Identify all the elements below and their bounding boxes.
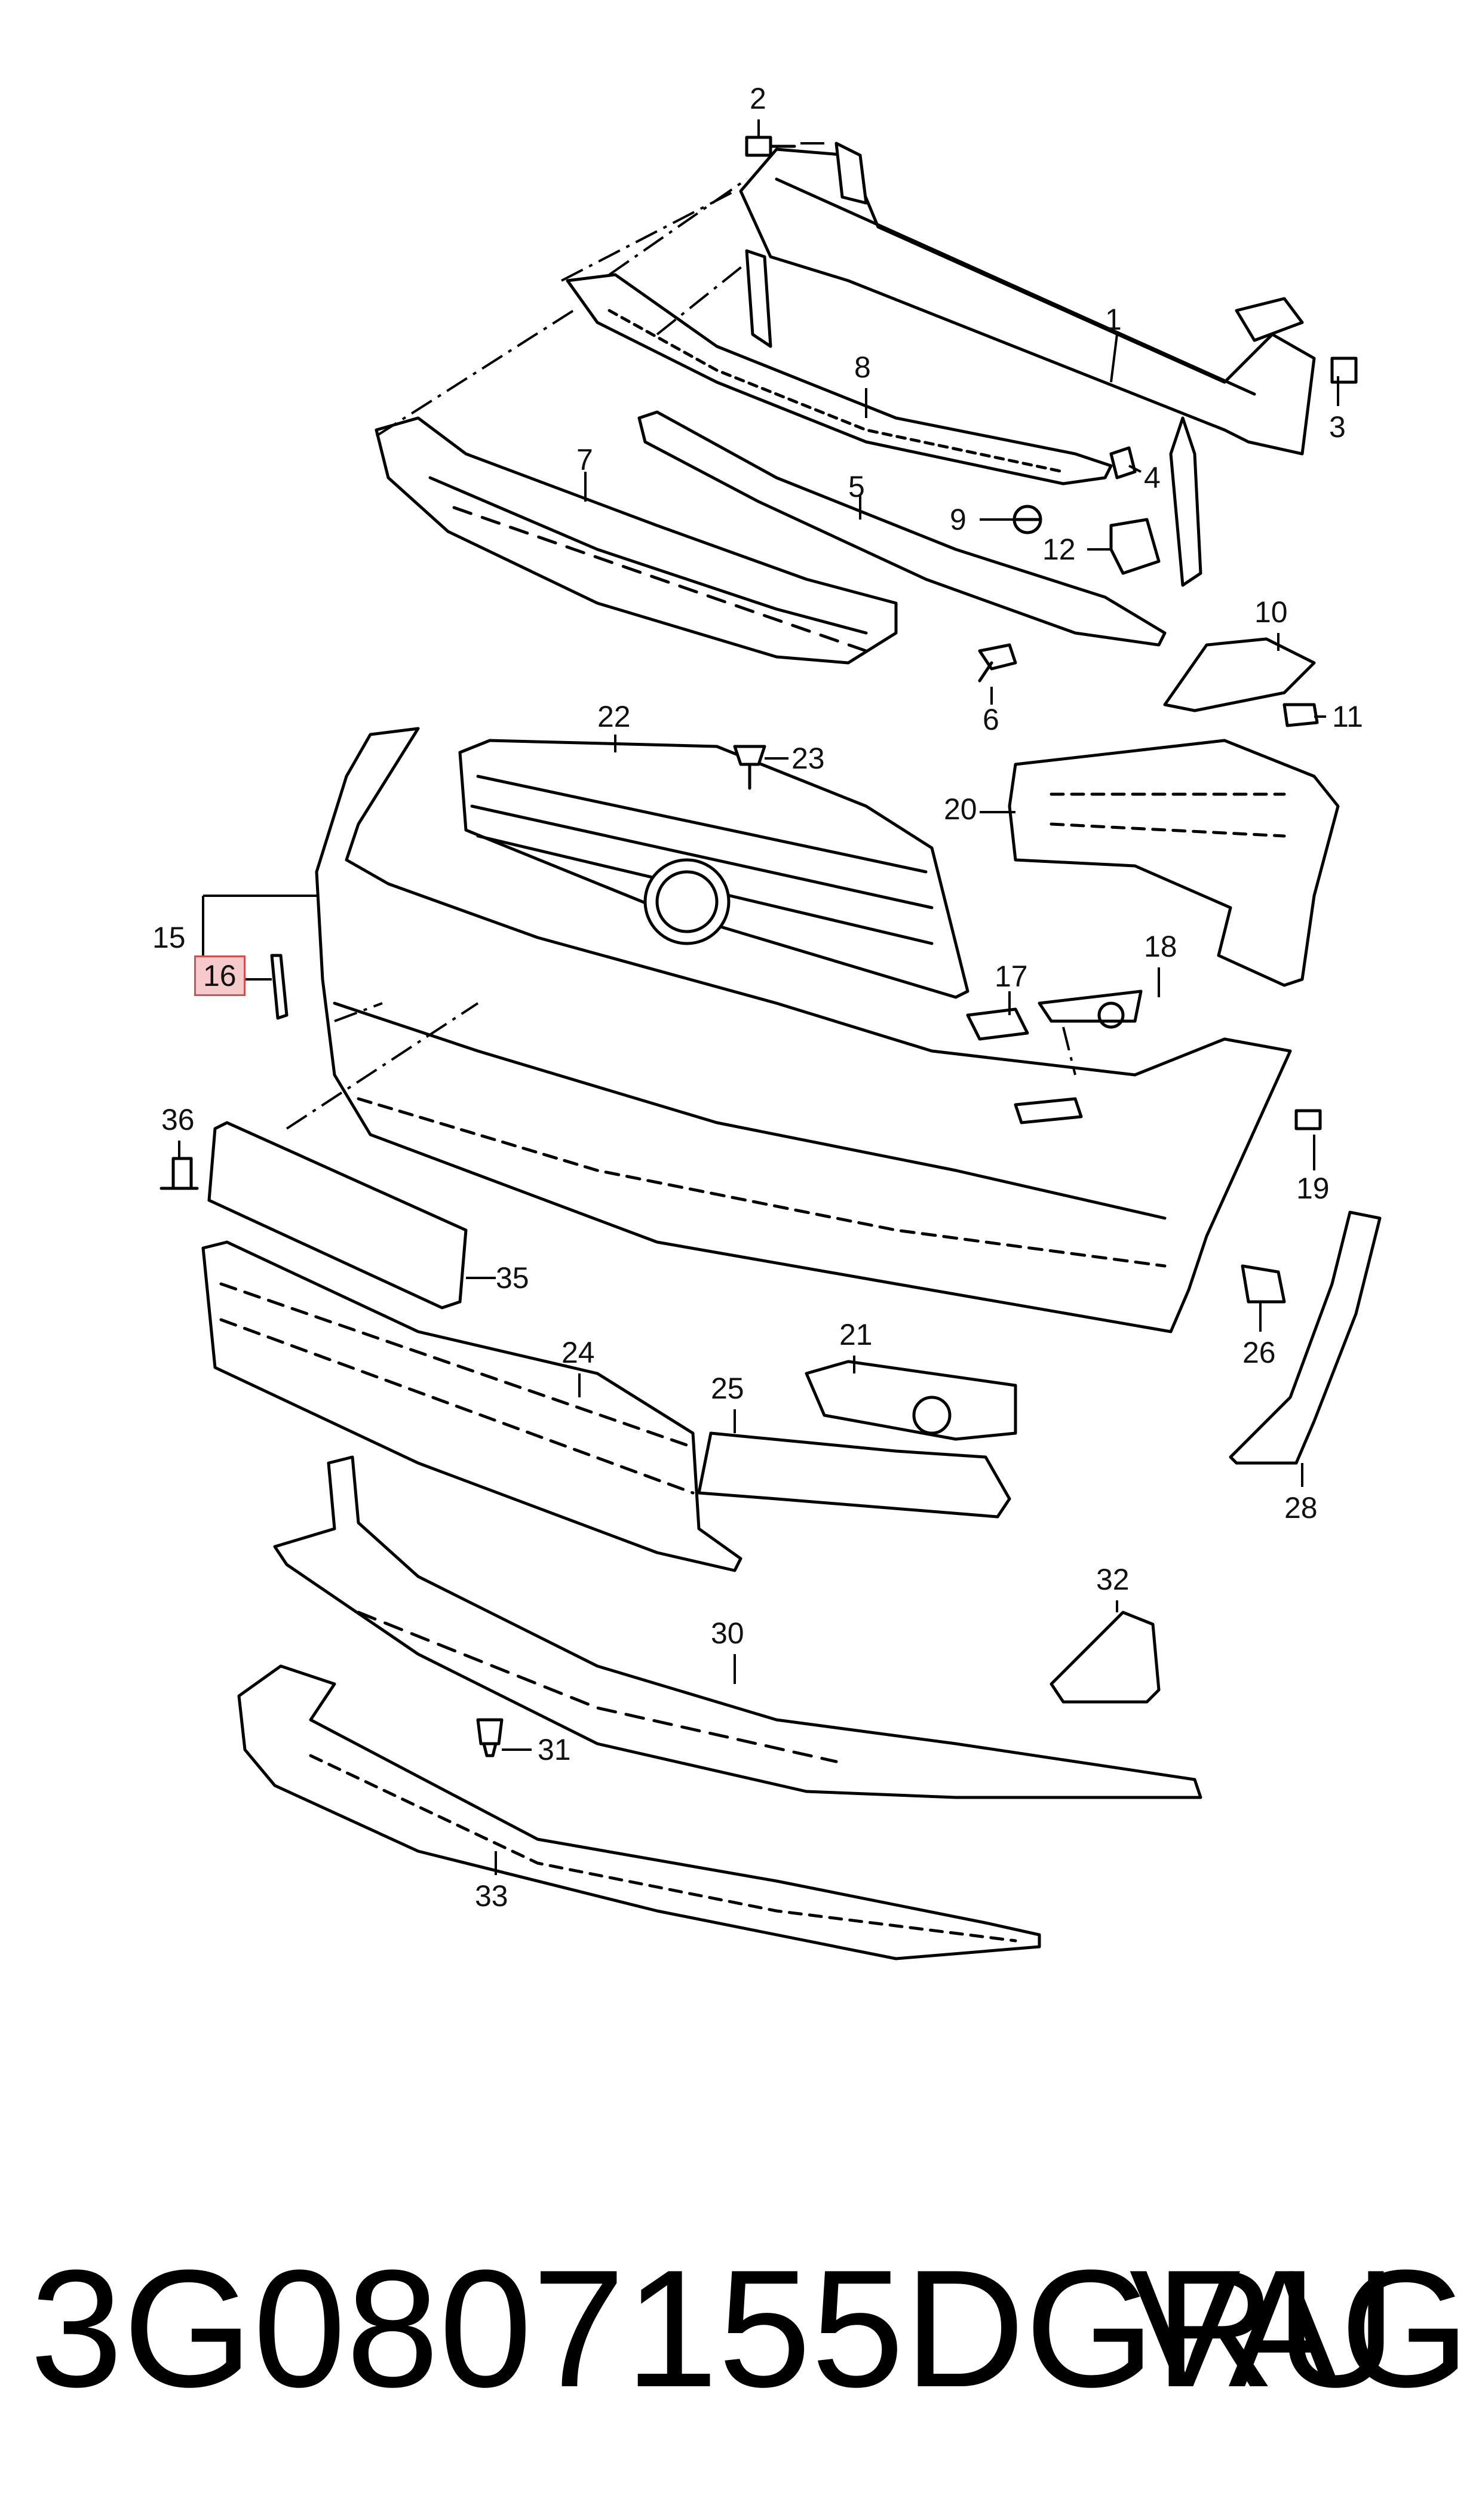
trim-strip-25 <box>697 1431 1011 1519</box>
cover-26 <box>1241 1264 1286 1304</box>
callout-19: 19 <box>1296 1172 1330 1205</box>
lower-reinforcement <box>637 410 1167 647</box>
callout-4: 4 <box>1144 461 1161 494</box>
upper-trim-grille <box>566 273 1113 485</box>
callout-1: 1 <box>1105 303 1122 336</box>
footer: 3G0807155DGRU VAG <box>0 2245 1482 2442</box>
callout-33: 33 <box>475 1879 508 1913</box>
clip-36 <box>159 1157 199 1190</box>
callout-35: 35 <box>496 1261 529 1295</box>
leader-lines <box>178 119 1339 1875</box>
side-bracket-20 <box>1008 739 1340 987</box>
brand-name: VAG <box>1129 2236 1470 2422</box>
under-tray-30 <box>273 1455 1202 1799</box>
callout-32: 32 <box>1096 1563 1130 1596</box>
bolt-3 <box>1330 357 1358 384</box>
spoiler-33 <box>237 1664 1041 1960</box>
cover-18 <box>1038 989 1143 1029</box>
tow-eye-cover-16 <box>270 954 289 1020</box>
radiator-grille <box>458 739 969 999</box>
callout-6: 6 <box>983 703 999 736</box>
cover-17 <box>966 1007 1029 1041</box>
callout-8: 8 <box>854 351 871 384</box>
callout-30: 30 <box>711 1617 744 1650</box>
callout-28: 28 <box>1284 1491 1318 1525</box>
callout-2: 2 <box>750 82 766 115</box>
licence-plate-bracket <box>207 1121 468 1310</box>
impact-absorber <box>375 416 898 665</box>
screw-31 <box>476 1718 504 1757</box>
bracket-12 <box>1109 518 1161 575</box>
bracket-32 <box>1050 1611 1161 1704</box>
bolt-2 <box>745 136 796 157</box>
callout-25: 25 <box>711 1372 744 1405</box>
callout-24: 24 <box>561 1336 595 1369</box>
callout-5: 5 <box>848 470 865 503</box>
nut-11 <box>1282 703 1319 727</box>
callout-21: 21 <box>839 1318 873 1351</box>
callout-36: 36 <box>161 1103 195 1136</box>
callout-23: 23 <box>791 742 825 775</box>
screw-23 <box>733 745 766 790</box>
callout-11: 11 <box>1332 700 1363 733</box>
bolt-4 <box>1109 446 1137 480</box>
callout-9: 9 <box>950 503 966 536</box>
callout-26: 26 <box>1242 1336 1276 1369</box>
callout-20: 20 <box>944 792 977 826</box>
bracket-10 <box>1163 637 1316 712</box>
callout-12: 12 <box>1042 533 1076 566</box>
callout-7: 7 <box>576 443 593 477</box>
side-trim-28 <box>1229 1210 1382 1465</box>
callout-3: 3 <box>1329 410 1346 444</box>
callout-17: 17 <box>995 960 1028 993</box>
fog-light-grille-21 <box>805 1360 1017 1441</box>
bumper-carrier <box>739 142 1316 587</box>
callout-10: 10 <box>1254 595 1288 629</box>
callout-22: 22 <box>597 700 631 733</box>
clip-6 <box>978 643 1017 683</box>
parts-exploded-diagram <box>159 119 1382 1960</box>
bolt-19 <box>1294 1109 1322 1130</box>
bolt-9 <box>1012 505 1042 534</box>
callout-31: 31 <box>538 1733 571 1766</box>
part-number: 3G0807155DGRU <box>30 2236 1397 2422</box>
callout-16-highlighted: 16 <box>194 955 246 996</box>
assembly-lines <box>286 142 1076 1130</box>
lower-grille <box>201 1240 742 1572</box>
callout-18: 18 <box>1144 930 1177 963</box>
callout-15: 15 <box>152 921 186 954</box>
